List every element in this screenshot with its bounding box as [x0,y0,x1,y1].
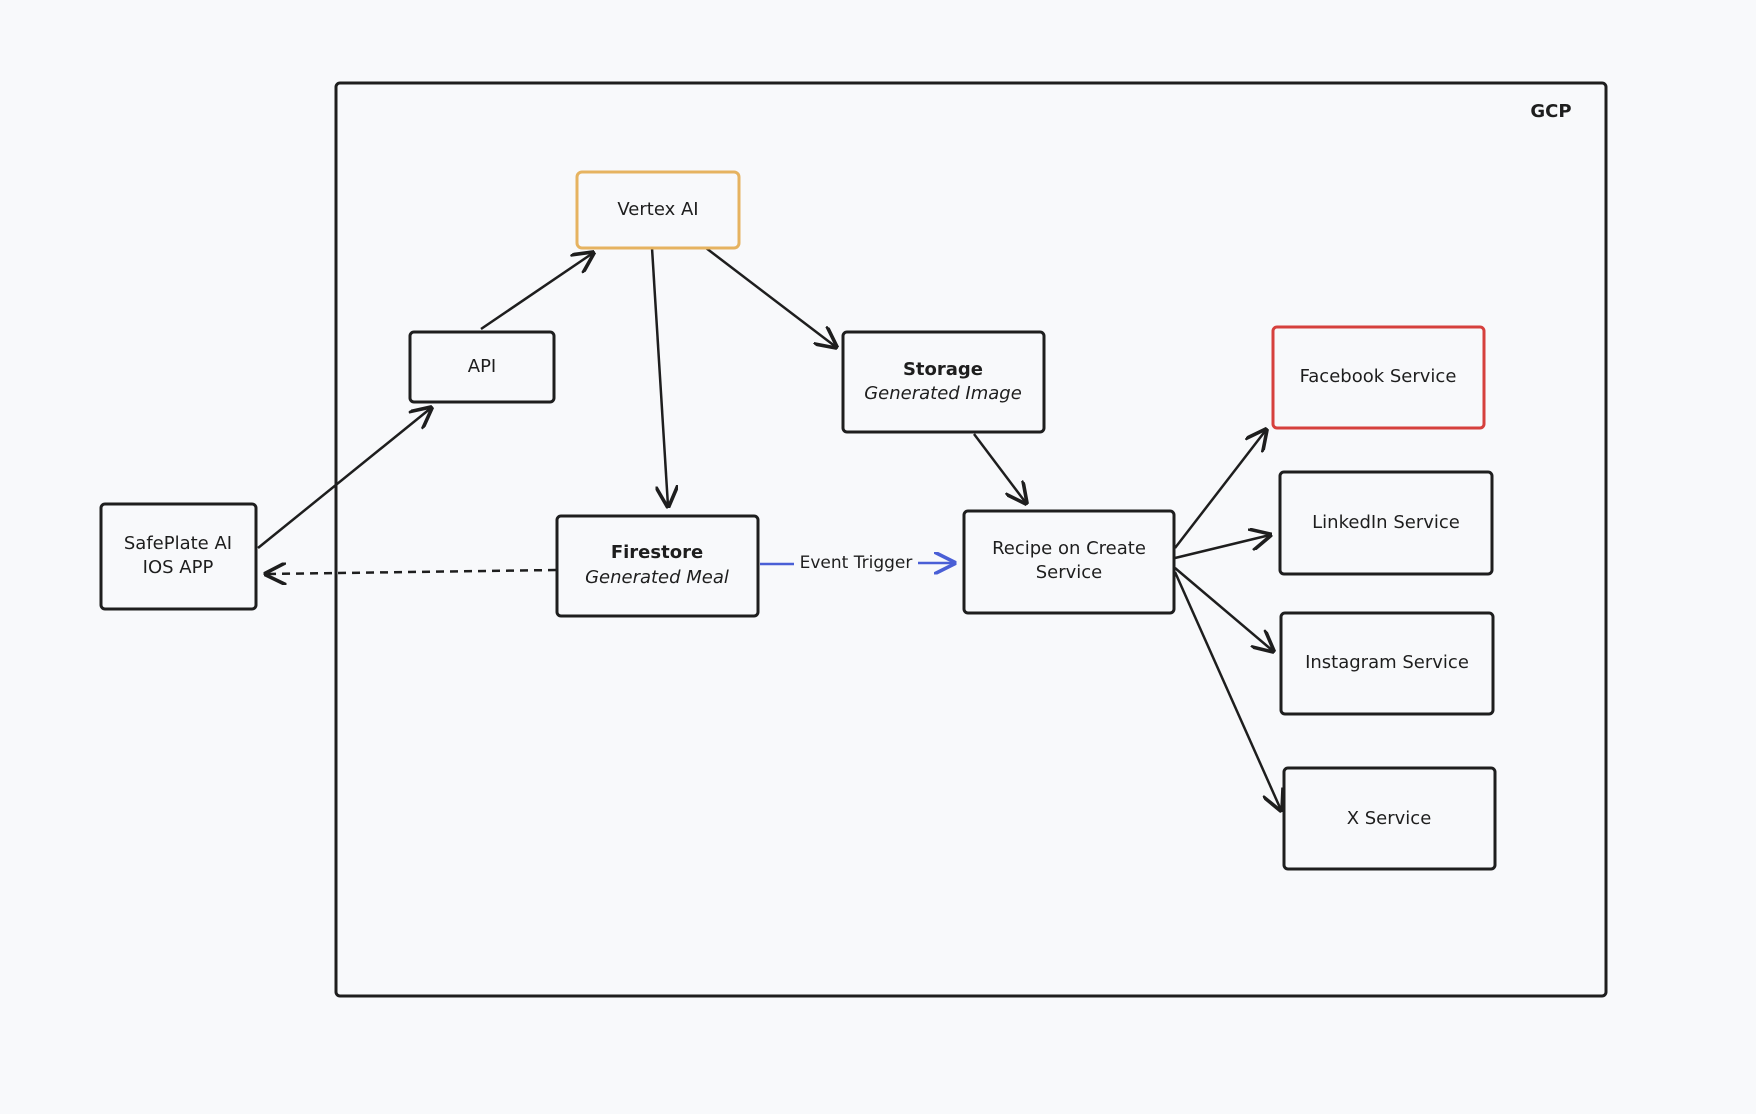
node-recipe-on-create-service-subtitle: Service [1036,562,1103,583]
node-api-label: API [468,356,496,377]
node-safeplate-ios-app[interactable]: SafePlate AI IOS APP [99,502,258,611]
edge-label-event-trigger: Event Trigger [800,553,913,573]
gcp-frame: GCP [334,81,1608,998]
node-facebook-service[interactable]: Facebook Service [1271,325,1486,430]
node-facebook-service-label: Facebook Service [1300,366,1457,387]
node-linkedin-service-label: LinkedIn Service [1312,512,1460,533]
node-safeplate-ios-app-subtitle: IOS APP [143,557,214,578]
node-firestore[interactable]: Firestore Generated Meal [555,514,760,618]
gcp-frame-label: GCP [1530,101,1571,122]
edge-recipe-to-linkedin [1174,535,1270,560]
node-api[interactable]: API [408,330,556,404]
node-recipe-on-create-service-title: Recipe on Create [992,538,1146,559]
edge-storage-to-recipe [973,433,1026,503]
node-vertex-ai-label: Vertex AI [617,199,698,220]
node-storage-subtitle: Generated Image [864,383,1022,404]
node-recipe-on-create-service[interactable]: Recipe on Create Service [962,509,1176,615]
node-vertex-ai[interactable]: Vertex AI [575,170,741,250]
node-storage[interactable]: Storage Generated Image [841,330,1046,434]
edges: Event Trigger [257,247,1281,810]
edge-vertex-to-storage [705,247,836,347]
edge-recipe-to-facebook [1174,430,1266,549]
node-linkedin-service[interactable]: LinkedIn Service [1278,470,1494,576]
edge-api-to-vertex [480,253,593,331]
node-x-service-label: X Service [1347,808,1432,829]
edge-firestore-to-safeplate [266,570,557,574]
node-storage-title: Storage [903,359,983,380]
node-instagram-service-label: Instagram Service [1305,652,1469,673]
node-safeplate-ios-app-title: SafePlate AI [124,533,232,554]
edge-vertex-to-firestore [650,247,668,506]
edge-recipe-to-instagram [1174,567,1273,651]
node-firestore-title: Firestore [611,542,703,563]
edge-recipe-to-x [1173,571,1281,810]
node-x-service[interactable]: X Service [1282,766,1497,871]
edge-safeplate-to-api [257,408,431,549]
node-instagram-service[interactable]: Instagram Service [1279,611,1495,716]
node-firestore-subtitle: Generated Meal [585,567,729,588]
